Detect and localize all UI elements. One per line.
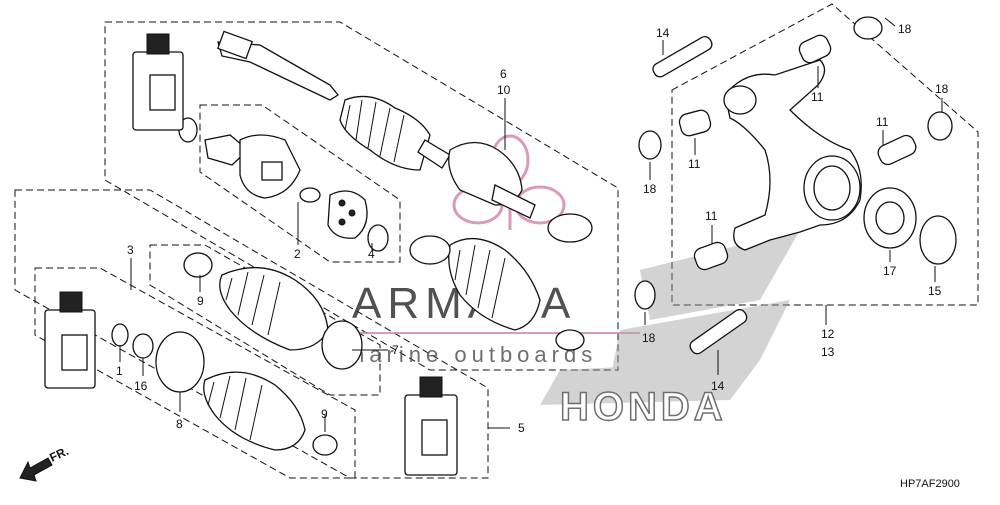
front-arrow-icon: [19, 457, 53, 482]
callout-7: 7: [392, 343, 399, 357]
callout-18-left: 18: [643, 182, 657, 196]
clip-16: [132, 333, 154, 359]
seal-18-lower: [634, 280, 656, 310]
callout-4: 4: [368, 247, 375, 261]
circlip-1: [111, 323, 129, 347]
watermark: ARMADA marine outboards HONDA: [346, 134, 800, 430]
pin-14-top: [652, 35, 713, 78]
front-direction-indicator: FR.: [19, 444, 71, 482]
drive-shaft: [216, 30, 536, 219]
callout-1: 1: [116, 364, 123, 378]
grease-bottle-left: [44, 291, 96, 389]
callout-8: 8: [176, 417, 183, 431]
callout-9-lower: 9: [321, 407, 328, 421]
inboard-cv-joint: [204, 134, 368, 239]
band-7: [321, 320, 363, 370]
callout-13: 13: [821, 345, 835, 359]
callout-9-upper: 9: [197, 294, 204, 308]
seal-18-top: [853, 16, 883, 40]
frame-boot-kit-3: [34, 267, 356, 479]
callout-18-lower: 18: [642, 331, 656, 345]
watermark-brand: HONDA: [560, 385, 727, 429]
band-upper-1: [409, 235, 451, 265]
callout-12: 12: [821, 327, 835, 341]
frame-axle-assembly: [104, 21, 619, 371]
callout-11-top: 11: [811, 90, 824, 104]
band-8: [155, 331, 205, 393]
bushing-11-bottom: [693, 241, 729, 271]
bushing-11-left: [678, 109, 712, 137]
callout-14-bottom: 14: [711, 379, 725, 393]
snap-ring-4: [367, 224, 389, 252]
callout-16: 16: [134, 379, 148, 393]
frame-boot-kit-5: [14, 189, 489, 479]
band-upper-2: [547, 213, 593, 243]
callout-5: 5: [518, 421, 525, 435]
boot-middle: [183, 252, 363, 370]
knuckle-arm: [723, 59, 862, 251]
watermark-wing-icon: [540, 230, 800, 405]
front-label: FR.: [47, 444, 70, 465]
leader-lines: [119, 17, 943, 432]
band-9-upper: [183, 252, 213, 278]
callout-11-right: 11: [876, 115, 889, 129]
diagram-code: HP7AF2900: [900, 478, 960, 490]
callout-11-left: 11: [688, 157, 701, 171]
boot-upper: [409, 213, 593, 351]
bushing-11-right: [877, 134, 917, 166]
grease-bottle-bottom: [404, 376, 458, 476]
callout-10: 10: [497, 83, 511, 97]
callout-3: 3: [127, 243, 134, 257]
grease-bottle-top: [132, 33, 184, 131]
callout-2: 2: [294, 247, 301, 261]
band-upper-3: [555, 329, 585, 351]
callout-17: 17: [883, 264, 897, 278]
bushing-11-top: [798, 34, 832, 64]
boot-lower: [155, 331, 338, 456]
callout-18-right: 18: [935, 82, 949, 96]
callout-15: 15: [928, 284, 942, 298]
callouts: 6 10 3 1 16 8 2 4 5 7 9 9 14 14 11 11 11…: [116, 22, 949, 435]
callout-14-top: 14: [656, 26, 670, 40]
frame-knuckle-assembly: [671, 3, 979, 306]
callout-18-top: 18: [898, 22, 912, 36]
pin-14-bottom: [689, 309, 748, 355]
band-9-lower: [312, 434, 338, 456]
callout-11-bottom: 11: [705, 209, 718, 223]
snap-ring-15: [919, 215, 957, 265]
frame-boot-kit-7: [149, 244, 381, 396]
watermark-subtitle: marine outboards: [346, 342, 597, 367]
frame-inboard-joint: [199, 104, 401, 263]
callout-6: 6: [500, 67, 507, 81]
seal-18-left: [638, 130, 662, 160]
seal-18-right: [927, 111, 953, 141]
